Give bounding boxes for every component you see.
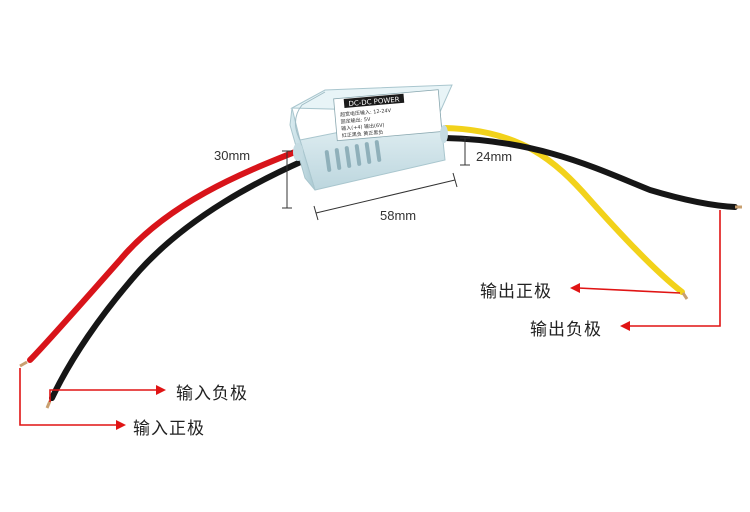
input-positive-arrow xyxy=(19,368,118,426)
module-housing: DC-DC POWER 超宽电压输入: 12-24V 固定输出: 5V 输入(+… xyxy=(289,84,453,191)
input-positive-label: 输入正极 xyxy=(133,419,205,439)
input-negative-label: 输入负极 xyxy=(176,384,248,404)
width-dimension-label: 24mm xyxy=(476,149,513,164)
input-wires xyxy=(19,147,308,409)
input-negative-arrow xyxy=(49,389,158,402)
module-label-line: 输入(+4) 输出(6V) xyxy=(341,122,385,133)
output-positive-label: 输出正极 xyxy=(480,282,552,302)
callout-arrows xyxy=(19,210,721,430)
module-label-line: 固定输出: 5V xyxy=(340,116,371,126)
module-label-line: 红正黑负 黄正黑负 xyxy=(342,129,384,140)
length-dimension-label: 58mm xyxy=(380,208,417,223)
black-output-wire xyxy=(442,135,738,210)
output-negative-arrow xyxy=(628,210,721,327)
module-label-line: 超宽电压输入: 12-24V xyxy=(340,107,392,118)
module-label: DC-DC POWER 超宽电压输入: 12-24V 固定输出: 5V 输入(+… xyxy=(333,89,443,142)
output-negative-label: 输出负极 xyxy=(530,320,602,340)
black-input-wire xyxy=(49,157,308,401)
dimension-lines xyxy=(282,137,470,221)
yellow-output-wire xyxy=(442,125,685,295)
output-wires xyxy=(442,125,742,300)
red-input-wire xyxy=(27,147,303,363)
height-dimension-label: 30mm xyxy=(214,148,251,163)
length-dimension-line xyxy=(315,179,456,214)
output-positive-arrow xyxy=(577,287,681,294)
